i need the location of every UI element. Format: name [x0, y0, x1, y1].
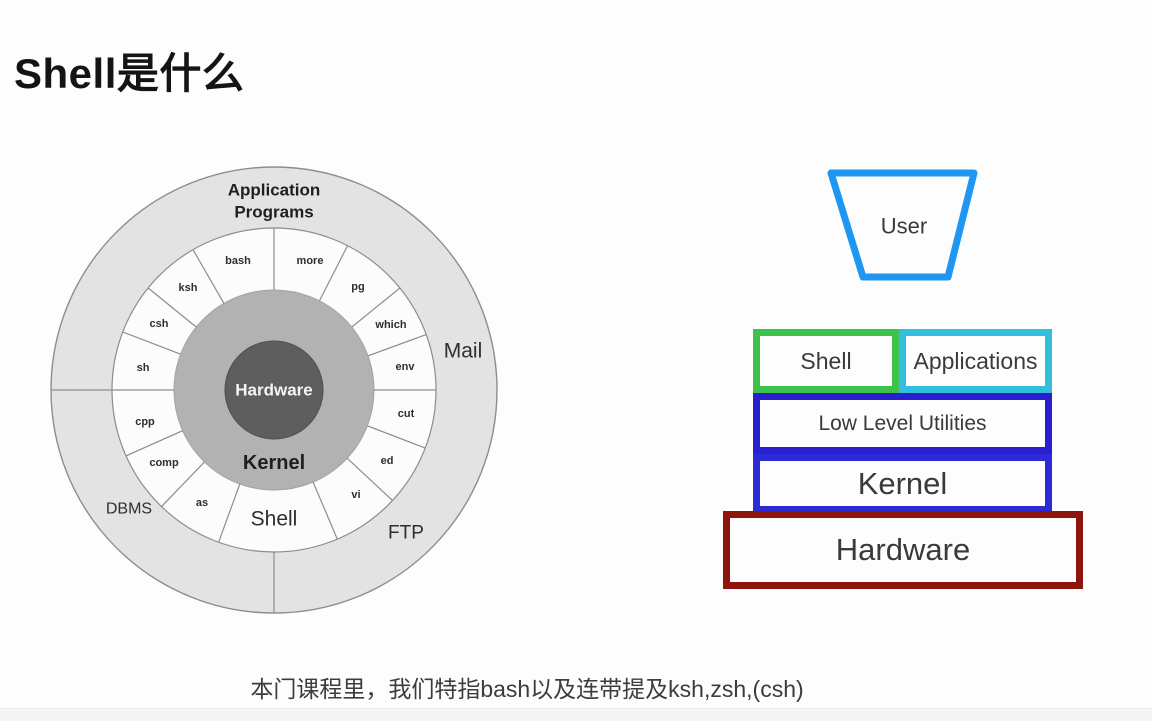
utility-label-cpp: cpp: [135, 416, 155, 428]
onion-diagram-svg: Application Programs Mail FTP DBMS bash …: [50, 166, 498, 614]
hardware-circle: [224, 340, 324, 440]
stack-box-low-level-utilities-label: Low Level Utilities: [818, 411, 987, 435]
stack-box-shell: Shell: [753, 329, 899, 393]
stack-box-hardware: Hardware: [723, 511, 1083, 589]
stack-box-applications: Applications: [899, 329, 1052, 393]
outer-ring-item-ftp: FTP: [388, 523, 424, 544]
utility-label-sh: sh: [137, 362, 150, 374]
utility-label-more: more: [297, 255, 324, 267]
caption: 本门课程里，我们特指bash以及连带提及ksh,zsh,(csh): [250, 676, 804, 702]
utility-label-comp: comp: [149, 457, 179, 469]
hardware-circle-label: Hardware: [235, 381, 312, 400]
utility-label-ed: ed: [381, 455, 394, 467]
divider-line: [218, 483, 241, 543]
divider-line: [312, 481, 338, 540]
user-trapezoid-shape: [827, 169, 978, 281]
utility-label-vi: vi: [351, 489, 360, 501]
utility-label-pg: pg: [351, 281, 364, 293]
outer-ring-item-mail: Mail: [444, 340, 483, 363]
stack-box-shell-label: Shell: [800, 347, 852, 374]
utility-label-ksh: ksh: [179, 282, 198, 294]
page-title: Shell是什么: [14, 50, 245, 97]
utility-label-which: which: [374, 319, 406, 331]
divider-line: [346, 457, 393, 501]
utility-label-env: env: [396, 361, 416, 373]
user-trapezoid-svg: User: [827, 169, 978, 281]
stack-box-low-level-utilities: Low Level Utilities: [753, 393, 1052, 454]
segment-divider-lines: [51, 228, 436, 613]
utility-label-cut: cut: [398, 408, 415, 420]
utility-label-bash: bash: [225, 255, 251, 267]
divider-line: [318, 245, 349, 302]
divider-line: [161, 461, 205, 508]
stack-box-hardware-label: Hardware: [835, 532, 971, 567]
outer-ring-title-line1: Application: [228, 181, 321, 200]
stack-box-kernel-label: Kernel: [857, 465, 948, 501]
utility-label-as: as: [196, 497, 208, 509]
user-label: User: [881, 214, 927, 239]
kernel-ring-label: Kernel: [243, 452, 305, 474]
utility-label-csh: csh: [150, 318, 169, 330]
divider-line: [147, 287, 197, 328]
divider-line: [122, 331, 181, 355]
divider-line: [367, 334, 427, 357]
user-trapezoid: User: [824, 166, 984, 284]
outer-ring-item-dbms: DBMS: [106, 501, 152, 518]
onion-diagram: Application Programs Mail FTP DBMS bash …: [44, 160, 504, 620]
divider-line: [125, 430, 183, 457]
outer-ring-title-line2: Programs: [234, 203, 313, 222]
shell-ring-label: Shell: [251, 508, 298, 531]
stack-box-kernel: Kernel: [753, 454, 1052, 513]
divider-line: [367, 425, 426, 449]
bottom-bar: [0, 708, 1152, 721]
divider-line: [351, 287, 401, 328]
stack-box-applications-label: Applications: [913, 347, 1038, 374]
divider-line: [192, 249, 225, 304]
